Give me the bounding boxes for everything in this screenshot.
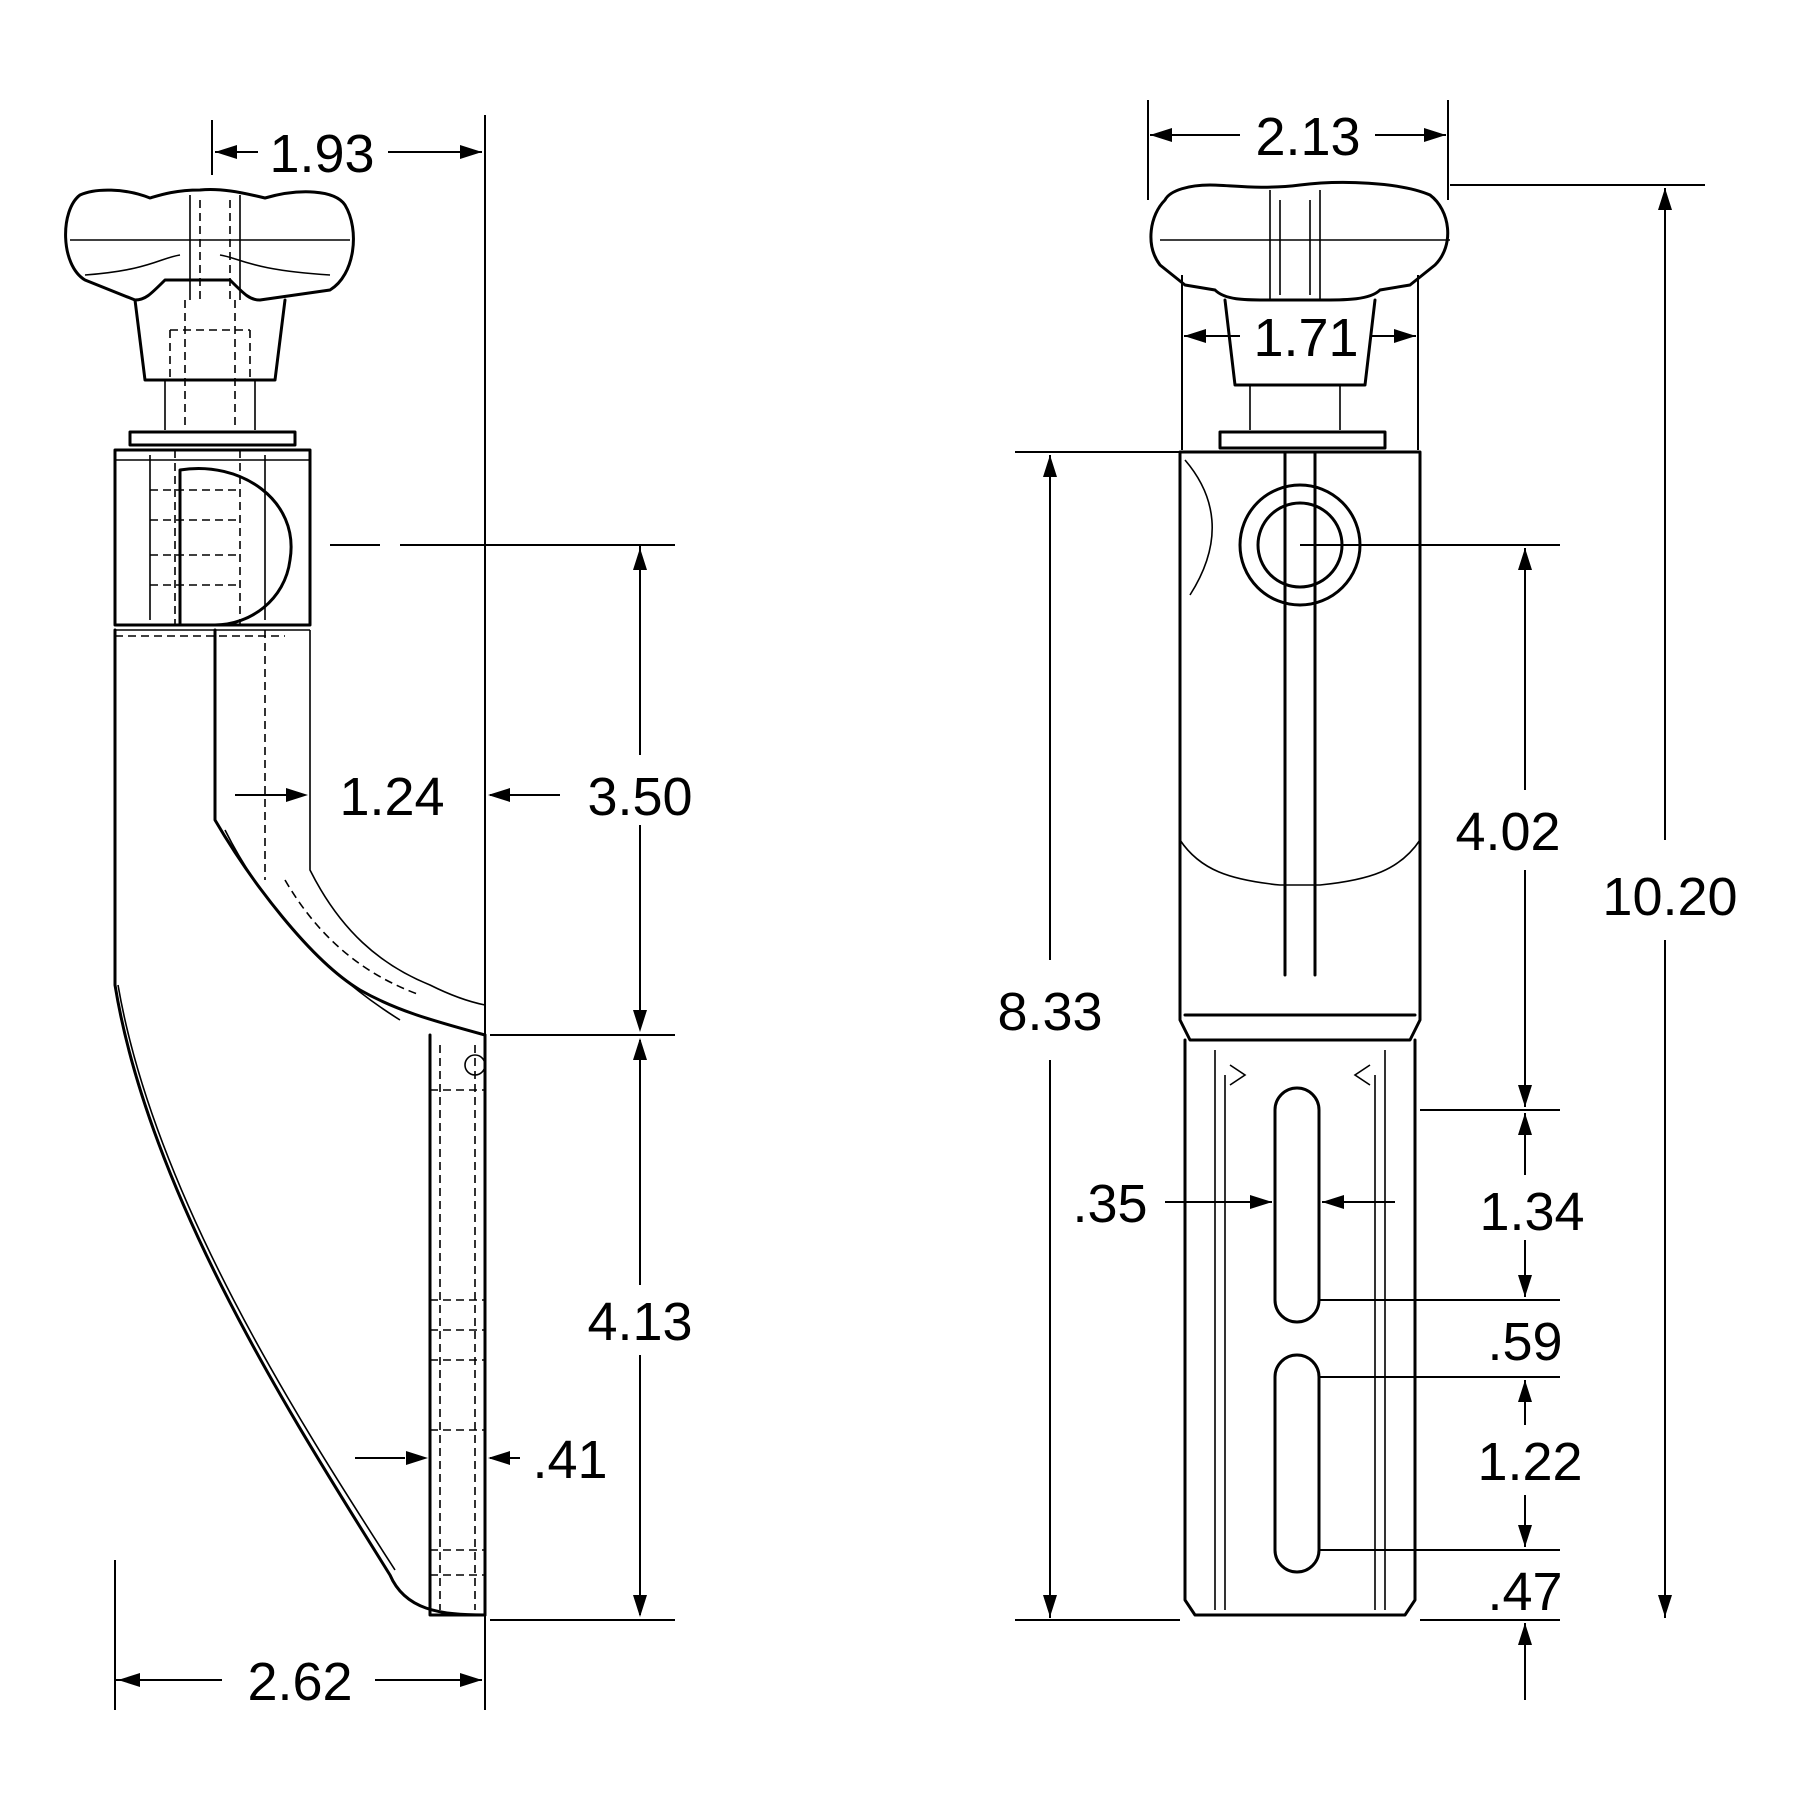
dim-body-height: 8.33 — [997, 982, 1102, 1042]
dim-upper-span: 4.02 — [1455, 802, 1560, 862]
dim-throat-width: 1.24 — [339, 767, 444, 827]
dim-knob-base-width: 1.71 — [1253, 308, 1358, 368]
dimension-labels: 1.93 2.62 1.24 3.50 4.13 .41 2.13 1.71 8… — [247, 107, 1737, 1712]
side-bracket-body — [113, 448, 487, 1617]
dim-plate-thickness: .41 — [532, 1430, 607, 1490]
dim-slot1-length: 1.34 — [1479, 1182, 1584, 1242]
dim-overall-depth: 2.62 — [247, 1652, 352, 1712]
dim-bottom-margin: .47 — [1487, 1562, 1562, 1622]
side-knob — [64, 188, 355, 447]
dim-slot2-length: 1.22 — [1477, 1432, 1582, 1492]
side-view — [64, 115, 675, 1710]
dim-upper-height: 3.50 — [587, 767, 692, 827]
dim-knob-offset: 1.93 — [269, 124, 374, 184]
dim-slot-width: .35 — [1072, 1174, 1147, 1234]
dim-knob-width: 2.13 — [1255, 107, 1360, 167]
dim-slot-gap: .59 — [1487, 1312, 1562, 1372]
front-knob — [1149, 180, 1450, 450]
dimension-arrowheads — [118, 128, 1672, 1687]
dim-lower-height: 4.13 — [587, 1292, 692, 1352]
front-bracket-body — [1178, 450, 1422, 1617]
dim-overall-height: 10.20 — [1602, 867, 1737, 927]
